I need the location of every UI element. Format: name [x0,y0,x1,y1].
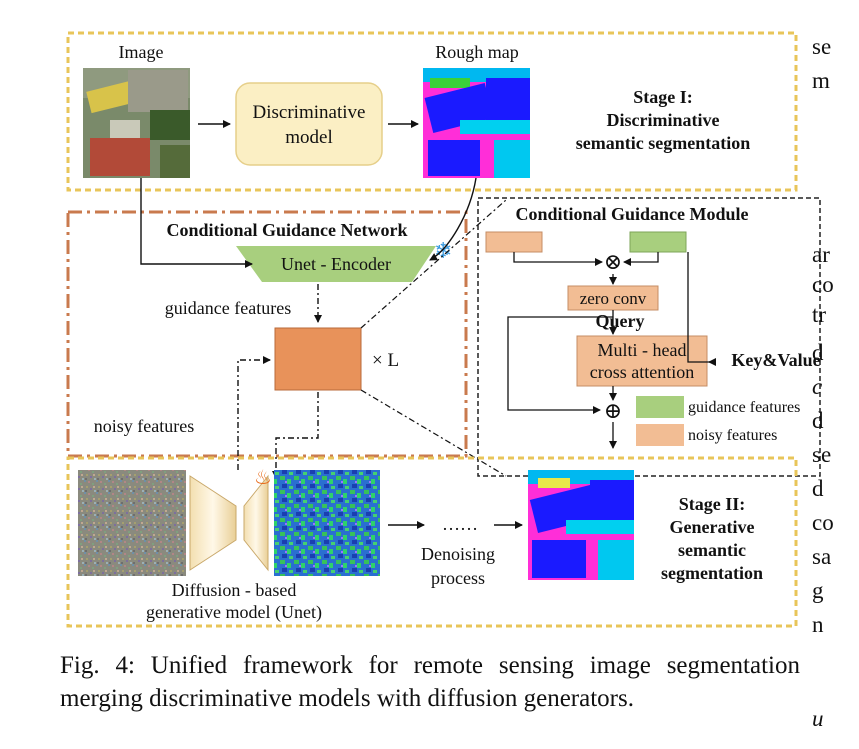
noisy-features-label: noisy features [94,416,194,436]
side-text-line: m [812,68,830,93]
side-text-line: c [812,374,823,399]
side-text-line: ar [812,242,830,267]
stage1-frame [66,31,798,192]
legend-noisy-swatch [636,424,684,446]
side-text-line: se [812,442,832,467]
discriminative-model-line1: Discriminative [253,102,366,123]
cross-attention-block [576,335,708,387]
cross-attention-line2: cross attention [590,362,694,382]
cross-attention-line1: Multi - head [598,340,687,360]
side-text-line: d [812,340,824,365]
side-text-line: d [812,408,824,433]
stage2-title-line2: Generative [670,517,755,537]
noisy-map-image [274,470,380,576]
side-text-line: se [812,34,832,59]
snowflake-icon: ❄ [434,239,452,264]
cgm-frame [477,197,821,477]
denoising-line2: process [431,568,485,588]
times-l-label: × L [372,350,399,371]
stage1-title-line2: Discriminative [607,110,720,130]
diffusion-model-line2: generative model (Unet) [146,602,322,623]
legend-guidance-label: guidance features [688,399,800,416]
oplus-symbol: ⊕ [604,398,622,423]
zero-conv-label: zero conv [580,289,647,308]
guidance-features-label: guidance features [165,298,291,318]
discriminative-model-box [235,82,383,166]
aerial-image [83,68,190,178]
side-text-line: n [812,612,824,637]
cgm-guidance-input [629,231,687,253]
final-segmentation-image [528,470,634,580]
stage2-title-line4: segmentation [661,563,763,583]
ellipsis-label: …… [442,514,478,534]
fire-icon: ♨ [254,465,272,489]
side-text-line: sa [812,544,832,569]
stage2-frame [66,456,798,628]
key-value-label: Key&Value [731,350,820,370]
side-text-line: g [812,578,824,603]
stage2-title-line3: semantic [678,540,746,560]
legend-noisy-label: noisy features [688,427,777,444]
side-text-line: d [812,476,824,501]
stage1-title-line1: Stage I: [633,87,693,107]
stage2-title-line1: Stage II: [679,494,746,514]
cgn-frame [66,210,468,458]
stage1-title-line3: semantic segmentation [576,133,750,153]
side-text-line: co [812,272,834,297]
cgm-noisy-input [485,231,543,253]
image-label: Image [119,42,164,62]
noise-image [78,470,186,576]
rough-map-image [423,68,530,178]
guidance-block [274,327,362,391]
side-text-line: tr [812,302,827,327]
side-text-line: co [812,510,834,535]
diffusion-unet-icon [189,474,269,572]
unet-encoder-label: Unet - Encoder [281,254,391,274]
cgn-title: Conditional Guidance Network [166,220,407,240]
figure-caption: Fig. 4: Unified framework for remote sen… [60,652,800,712]
rough-map-label: Rough map [435,42,519,62]
legend-guidance-swatch [636,396,684,418]
cgm-title: Conditional Guidance Module [515,204,748,224]
discriminative-model-line2: model [285,127,333,148]
unet-encoder-block [236,246,436,282]
side-text-line: u [812,706,824,731]
query-label: Query [596,311,645,331]
otimes-symbol: ⊗ [604,249,622,274]
diffusion-model-line1: Diffusion - based [172,580,297,600]
denoising-line1: Denoising [421,544,495,564]
